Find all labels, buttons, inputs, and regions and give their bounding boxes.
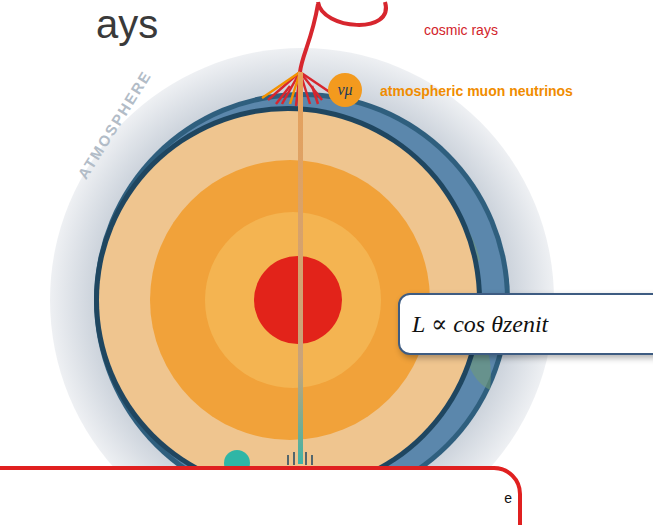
node-text: e bbox=[504, 490, 512, 506]
cosmic-ray-track bbox=[318, 2, 386, 25]
node-text: νμ bbox=[337, 81, 352, 99]
slide-title: ays bbox=[96, 2, 158, 47]
node-text: L ∝ cos θzenit bbox=[412, 310, 548, 338]
highlight-panel: e bbox=[0, 466, 522, 525]
neutrino-path bbox=[298, 72, 303, 464]
outer-core bbox=[205, 212, 381, 388]
mantle bbox=[150, 160, 430, 440]
air-shower bbox=[262, 72, 300, 104]
neutrino-circle: νμ bbox=[328, 73, 362, 107]
detector-strings bbox=[288, 452, 312, 465]
cosmic-rays-label: cosmic rays bbox=[424, 22, 498, 38]
atmosphere bbox=[50, 48, 554, 525]
formula-box: L ∝ cos θzenit bbox=[398, 293, 653, 355]
neutrino-label: atmospheric muon neutrinos bbox=[380, 83, 573, 99]
cosmic-ray-track bbox=[300, 4, 318, 72]
